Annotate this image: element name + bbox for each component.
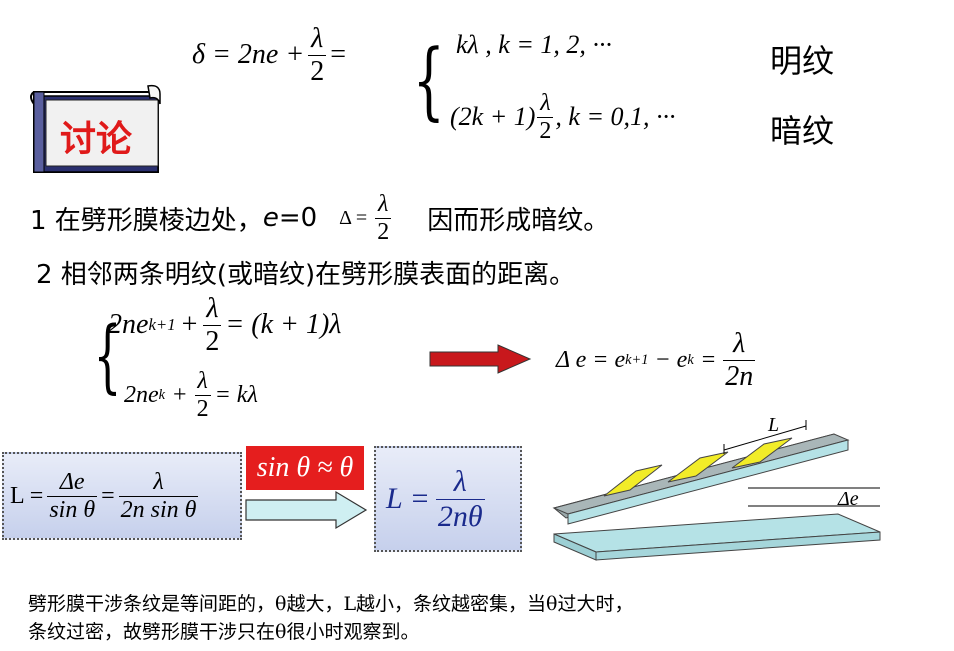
frac-den: 2n sin θ	[118, 495, 199, 523]
diagram-label-L: L	[768, 414, 780, 436]
bottom-plate-front	[595, 531, 881, 561]
frac-num: λ	[206, 292, 219, 324]
point1-text-b: 因而形成暗纹。	[427, 205, 610, 236]
discussion-scroll: 讨论	[28, 82, 164, 180]
frac-den: sin θ	[47, 495, 98, 523]
line1-a: 2ne	[108, 309, 149, 340]
frac-num: λ	[311, 22, 324, 54]
delta-lhs: Δ e = e	[556, 346, 626, 373]
L-eq: =	[101, 482, 115, 509]
point-1: 1 在劈形膜棱边处， e =0 Δ = λ 2 因而形成暗纹。	[30, 190, 610, 246]
fringe-stripe	[667, 451, 729, 483]
conclusion: 劈形膜干涉条纹是等间距的，θ越大，L越小，条纹越密集，当θ过大时， 条纹过密，故…	[28, 590, 634, 646]
dimension-line	[723, 425, 807, 451]
dark-case-b: , k = 0,1, ···	[555, 102, 676, 131]
frac-den: 2	[537, 116, 554, 144]
frac-num: λ	[153, 468, 164, 495]
L2-lhs: L =	[386, 482, 430, 515]
delta-lhs: δ = 2ne +	[192, 39, 305, 70]
delta-sub2: k	[687, 351, 694, 368]
point1-text-a: 1 在劈形膜棱边处，	[30, 205, 263, 236]
frac-num: λ	[377, 190, 389, 217]
fringe-stripe	[603, 464, 663, 497]
frac-den: 2	[375, 217, 392, 245]
L-final-box: L = λ 2nθ	[374, 446, 522, 552]
discussion-label: 讨论	[60, 119, 133, 160]
line2-sub: k	[158, 386, 166, 403]
bright-case: kλ , k = 1, 2, ···	[456, 30, 612, 59]
L2-frac: λ 2nθ	[435, 464, 485, 534]
dark-case: (2k + 1) λ 2 , k = 0,1, ···	[450, 82, 676, 152]
frac-den: 2	[194, 394, 211, 422]
frac-num: λ	[197, 367, 208, 394]
bright-label: 明纹	[770, 42, 835, 80]
L-frac-2: λ 2n sin θ	[118, 468, 199, 524]
lambda-over-2: λ 2	[308, 22, 327, 88]
wedge-film-diagram	[552, 420, 881, 561]
delta-formula: δ = 2ne + λ 2 =	[192, 20, 346, 90]
line1-frac: λ 2	[203, 292, 222, 358]
point-2: 2 相邻两条明纹(或暗纹)在劈形膜表面的距离。	[36, 260, 576, 290]
point1-frac: λ 2	[375, 190, 392, 246]
delta-eq: =	[701, 346, 716, 373]
L-frac-1: Δe sin θ	[47, 468, 98, 524]
point1-delta: Δ =	[339, 206, 368, 229]
equals-sign: =	[330, 39, 347, 70]
line2-a: 2ne	[124, 381, 159, 408]
red-arrow-icon	[429, 344, 532, 374]
delta-mid: − e	[654, 346, 688, 373]
frac-num: λ	[540, 89, 551, 116]
line2-frac: λ 2	[194, 367, 211, 423]
frac-num: Δe	[59, 468, 85, 495]
frac-den: 2	[308, 54, 327, 87]
frac-num: λ	[453, 464, 467, 498]
frac-num: λ	[733, 327, 746, 359]
dark-case-a: (2k + 1)	[450, 102, 536, 131]
point1-zero: =0	[278, 203, 318, 233]
L-formula-box: L = Δe sin θ = λ 2n sin θ	[2, 452, 242, 540]
line2-c: = kλ	[214, 381, 258, 408]
diagram-label-delta-e: Δe	[838, 488, 859, 510]
frac-den: 2	[203, 324, 222, 357]
cyan-arrow-icon	[245, 490, 368, 530]
frac-den: 2n	[723, 359, 756, 392]
scroll-icon	[30, 84, 161, 173]
line1-c: = (k + 1)λ	[225, 309, 342, 340]
L-lhs: L =	[10, 482, 44, 509]
conclusion-line-2: 条纹过密，故劈形膜干涉只在θ很小时观察到。	[28, 621, 420, 643]
frac-den: 2nθ	[435, 498, 485, 533]
line1-sub: k+1	[148, 315, 176, 334]
dark-label: 暗纹	[770, 112, 835, 150]
fringe-stripe	[731, 437, 793, 469]
approx-box: sin θ ≈ θ	[246, 446, 364, 490]
top-plate-front	[567, 439, 849, 525]
point1-e: e	[262, 203, 279, 233]
delta-sub1: k+1	[625, 351, 649, 368]
system-brace: {	[93, 309, 122, 402]
conclusion-line-1: 劈形膜干涉条纹是等间距的，θ越大，L越小，条纹越密集，当θ过大时，	[28, 593, 634, 615]
delta-frac: λ 2n	[723, 327, 756, 393]
line1-plus: +	[181, 309, 198, 340]
left-brace: {	[412, 31, 445, 129]
top-plate-top-face	[552, 433, 850, 515]
line2-plus: +	[173, 381, 187, 408]
dark-lambda-over-2: λ 2	[537, 89, 554, 145]
